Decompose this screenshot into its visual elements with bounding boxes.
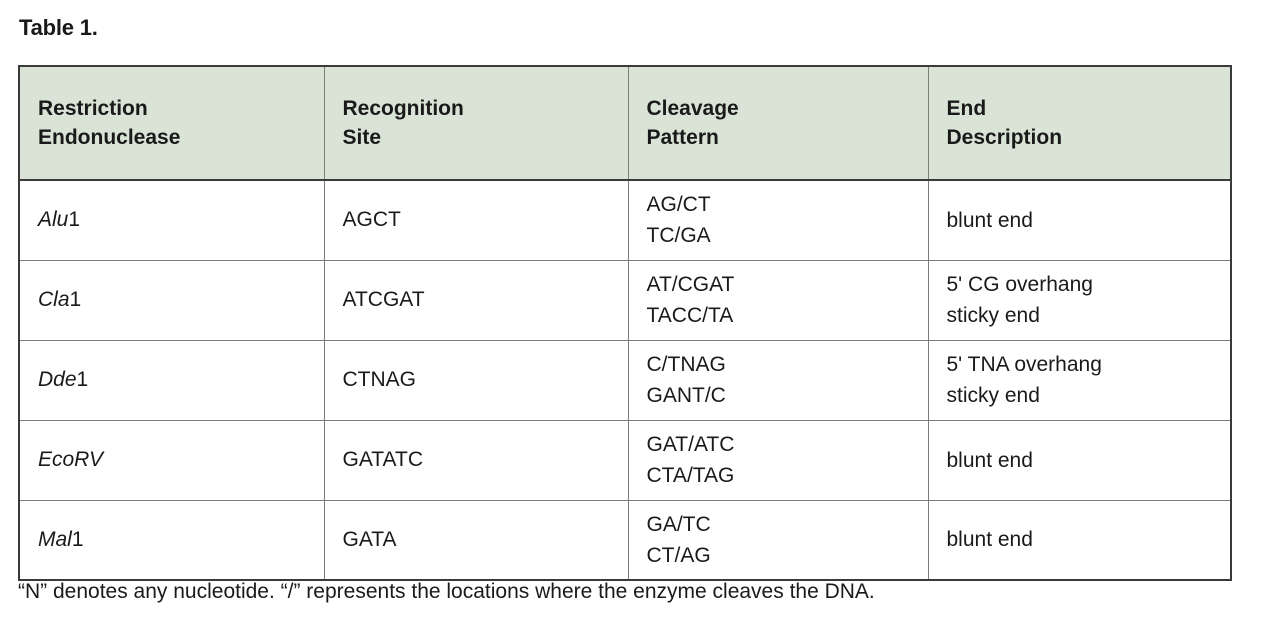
enzyme-name-suffix: 1 [68, 208, 81, 232]
restriction-enzyme-table-container: Restriction Endonuclease Recognition Sit… [18, 65, 1232, 581]
cell-enzyme-name: Cla1 [18, 259, 325, 341]
page-title: Table 1. [19, 15, 98, 40]
cell-cleavage-pattern: GA/TC CT/AG [627, 499, 929, 581]
column-header-restriction-endonuclease: Restriction Endonuclease [18, 65, 325, 181]
enzyme-name-italic: Mal [38, 527, 72, 551]
cell-recognition-site: GATATC [323, 419, 629, 501]
cleavage-top-strand: C/TNAG [646, 353, 726, 376]
cell-enzyme-name: EcoRV [18, 419, 325, 501]
cleavage-top-strand: AG/CT [646, 193, 711, 217]
column-header-cleavage-pattern: Cleavage Pattern [627, 65, 929, 181]
cell-end-description: 5' CG overhang sticky end [927, 259, 1232, 341]
end-description-line-2: sticky end [946, 384, 1040, 407]
cell-cleavage-pattern: AT/CGAT TACC/TA [627, 259, 929, 341]
column-header-line-2: Description [946, 126, 1063, 149]
cell-enzyme-name: Mal1 [18, 499, 325, 581]
table-footnote: “N” denotes any nucleotide. “/” represen… [18, 580, 875, 603]
cell-recognition-site: ATCGAT [323, 259, 629, 341]
cell-enzyme-name: Dde1 [18, 339, 325, 421]
cleavage-bottom-strand: GANT/C [646, 384, 726, 407]
cell-recognition-site: GATA [323, 499, 629, 581]
column-header-line-1: Restriction [38, 97, 148, 120]
column-header-line-2: Site [342, 126, 382, 149]
cell-cleavage-pattern: GAT/ATC CTA/TAG [627, 419, 929, 501]
cell-recognition-site: AGCT [323, 179, 629, 261]
cell-end-description: 5' TNA overhang sticky end [927, 339, 1232, 421]
enzyme-name-suffix: 1 [71, 527, 84, 551]
enzyme-name-suffix: 1 [76, 368, 89, 391]
table-row: EcoRV GATATC GAT/ATC CTA/TAG blunt end [18, 419, 1232, 501]
enzyme-name-italic: Alu [38, 208, 69, 232]
table-row: Mal1 GATA GA/TC CT/AG blunt end [18, 499, 1232, 581]
cell-enzyme-name: Alu1 [18, 179, 325, 261]
enzyme-name-italic: Cla [38, 288, 70, 311]
table-row: Dde1 CTNAG C/TNAG GANT/C 5' TNA overhang s… [18, 339, 1232, 421]
enzyme-name-italic: EcoRV [38, 448, 103, 471]
end-description-line-1: blunt end [946, 528, 1033, 552]
column-header-recognition-site: Recognition Site [323, 65, 629, 181]
cell-end-description: blunt end [927, 499, 1232, 581]
column-header-line-1: End [946, 97, 987, 120]
cell-recognition-site: CTNAG [323, 339, 629, 421]
cleavage-bottom-strand: TACC/TA [646, 304, 734, 327]
end-description-line-1: 5' CG overhang [946, 273, 1093, 296]
end-description-line-1: blunt end [946, 448, 1033, 472]
table-header: Restriction Endonuclease Recognition Sit… [18, 65, 1232, 181]
column-header-line-2: Endonuclease [38, 126, 181, 149]
cell-end-description: blunt end [927, 419, 1232, 501]
cleavage-top-strand: AT/CGAT [646, 273, 735, 296]
cell-end-description: blunt end [927, 179, 1232, 261]
column-header-end-description: End Description [927, 65, 1232, 181]
cleavage-top-strand: GA/TC [646, 512, 711, 536]
cleavage-bottom-strand: CT/AG [646, 543, 711, 567]
table-header-row: Restriction Endonuclease Recognition Sit… [18, 65, 1232, 181]
end-description-line-2: sticky end [946, 304, 1040, 327]
enzyme-name-italic: Dde [38, 368, 77, 391]
column-header-line-1: Recognition [342, 97, 464, 120]
end-description-line-1: 5' TNA overhang [946, 353, 1102, 376]
cell-cleavage-pattern: C/TNAG GANT/C [627, 339, 929, 421]
cleavage-bottom-strand: TC/GA [646, 224, 711, 248]
column-header-line-2: Pattern [646, 126, 719, 149]
enzyme-name-suffix: 1 [69, 288, 82, 311]
end-description-line-1: blunt end [946, 208, 1033, 232]
table-row: Alu1 AGCT AG/CT TC/GA blunt end [18, 179, 1232, 261]
cleavage-top-strand: GAT/ATC [646, 433, 735, 456]
column-header-line-1: Cleavage [646, 97, 739, 120]
cell-cleavage-pattern: AG/CT TC/GA [627, 179, 929, 261]
cleavage-bottom-strand: CTA/TAG [646, 464, 735, 487]
restriction-enzyme-table: Restriction Endonuclease Recognition Sit… [18, 65, 1232, 581]
table-row: Cla1 ATCGAT AT/CGAT TACC/TA 5' CG overhan… [18, 259, 1232, 341]
